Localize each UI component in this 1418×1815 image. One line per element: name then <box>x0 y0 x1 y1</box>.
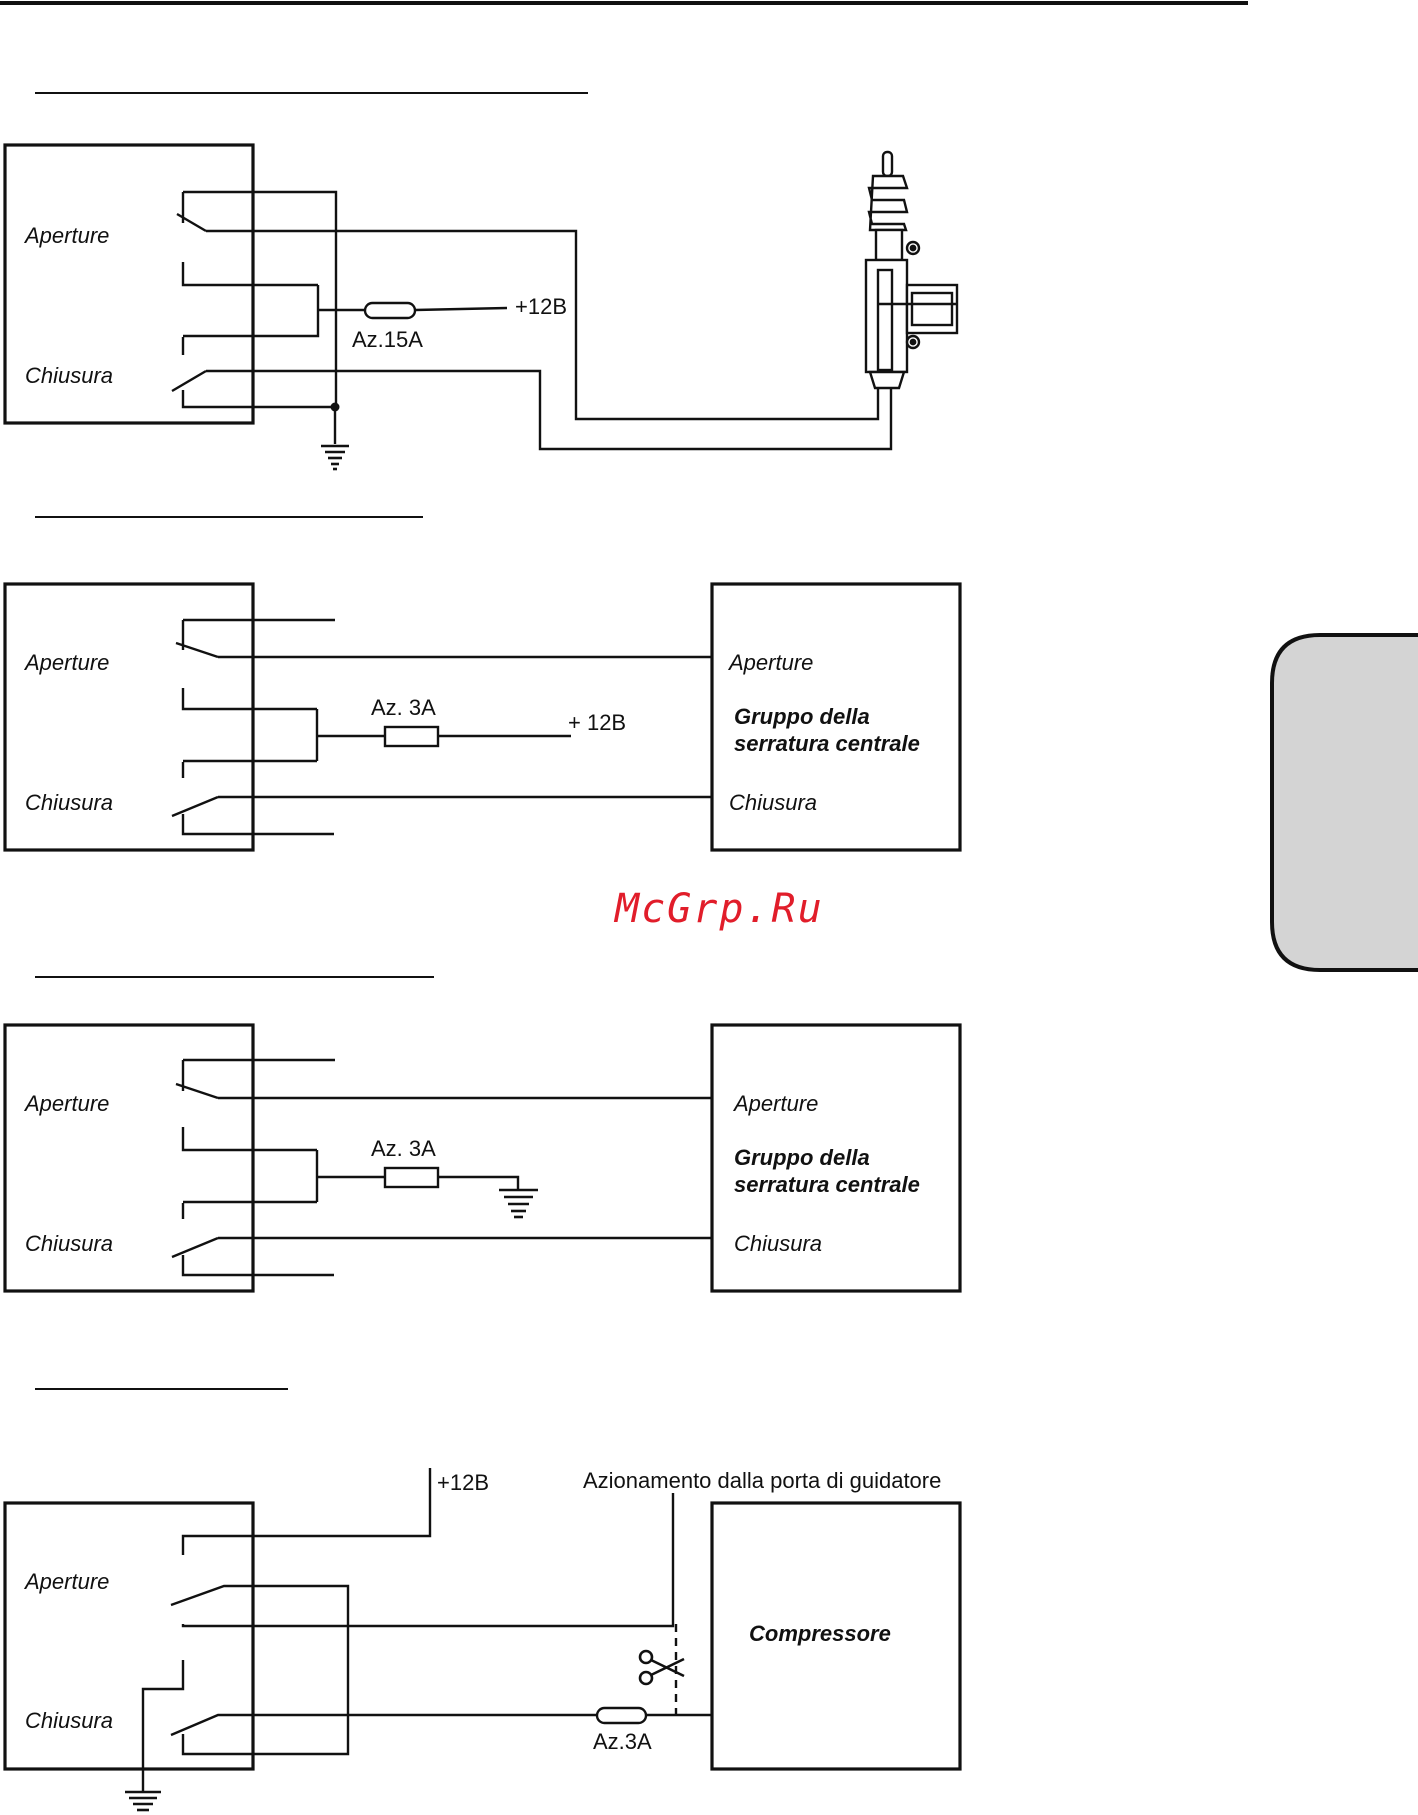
diagram-4: Aperture Chiusura +12B Azionamento dalla… <box>5 1468 960 1810</box>
supply-label: +12B <box>437 1470 489 1495</box>
opening-switch-contact <box>176 620 317 709</box>
unit-title-line2: serratura centrale <box>734 731 920 756</box>
opening-label: Aperture <box>23 650 109 675</box>
fuse-3a <box>385 727 438 746</box>
diagram-2: Aperture Chiusura Az. 3A + 12B Aperture … <box>5 584 960 850</box>
supply-label: + 12B <box>568 710 626 735</box>
diagram-1: Aperture Chiusura Az.15A +12B <box>5 145 957 469</box>
closing-label: Chiusura <box>25 1231 113 1256</box>
opening-switch-contact <box>176 1060 317 1150</box>
ground-wire <box>438 1177 518 1189</box>
ground-symbol <box>125 1792 161 1810</box>
unit-closing-label: Chiusura <box>734 1231 822 1256</box>
closing-label: Chiusura <box>25 790 113 815</box>
fuse-3a <box>597 1708 646 1723</box>
unit-opening-label: Aperture <box>732 1091 818 1116</box>
common-feed <box>183 192 365 407</box>
fuse-label: Az. 3A <box>371 1136 436 1161</box>
unit-title-line1: Gruppo della <box>734 704 870 729</box>
closing-label: Chiusura <box>25 363 113 388</box>
supply-wire <box>415 308 507 310</box>
driver-door-label: Azionamento dalla porta di guidatore <box>583 1468 941 1493</box>
scissors-icon <box>640 1651 684 1684</box>
opening-label: Aperture <box>23 223 109 248</box>
fuse-label: Az.15A <box>352 327 423 352</box>
common-feed <box>183 1060 385 1202</box>
fuse-3a <box>385 1168 438 1187</box>
closing-wire <box>206 371 891 449</box>
compressor-label: Compressore <box>749 1621 891 1646</box>
opening-label: Aperture <box>23 1091 109 1116</box>
side-tab <box>1272 635 1418 970</box>
opening-switch-contact <box>177 192 318 285</box>
ground-symbol <box>321 446 349 469</box>
diagram-3: Aperture Chiusura Az. 3A Aperture Gruppo… <box>5 1025 960 1291</box>
unit-title-line2: serratura centrale <box>734 1172 920 1197</box>
supply-label: +12B <box>515 294 567 319</box>
unit-title-line1: Gruppo della <box>734 1145 870 1170</box>
opening-wire <box>206 231 878 419</box>
ground-symbol <box>499 1190 538 1217</box>
watermark: McGrp.Ru <box>613 886 824 932</box>
closing-label: Chiusura <box>25 1708 113 1733</box>
door-lock-actuator <box>866 152 957 388</box>
opening-label: Aperture <box>23 1569 109 1594</box>
common-feed <box>183 620 385 761</box>
unit-opening-label: Aperture <box>727 650 813 675</box>
fuse-label: Az.3A <box>593 1729 652 1754</box>
supply-wire <box>183 1468 430 1555</box>
fuse-15a <box>365 303 415 318</box>
fuse-label: Az. 3A <box>371 695 436 720</box>
closing-switch-contact <box>143 1660 597 1793</box>
unit-closing-label: Chiusura <box>729 790 817 815</box>
